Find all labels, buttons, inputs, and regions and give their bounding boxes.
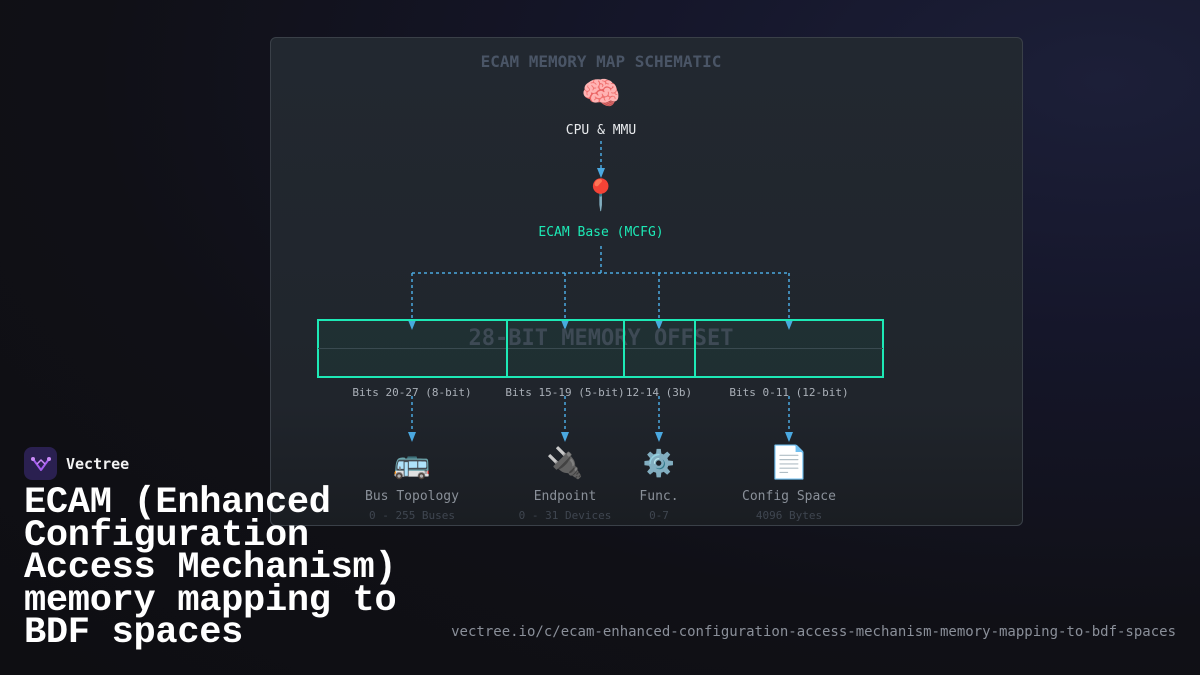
bits-label-bus: Bits 20-27 (8-bit) bbox=[352, 386, 471, 399]
pin-icon: 📍 bbox=[582, 177, 619, 213]
field-name-function: Func. bbox=[639, 489, 678, 504]
ecam-diagram: ECAM MEMORY MAP SCHEMATIC 🧠 CPU & MMU 📍 … bbox=[317, 52, 884, 522]
brand-name: Vectree bbox=[66, 454, 130, 473]
vectree-logo-icon bbox=[24, 447, 57, 480]
page-headline: ECAM (Enhanced Configuration Access Mech… bbox=[24, 482, 397, 654]
brand: Vectree bbox=[24, 447, 129, 480]
field-range-config: 4096 Bytes bbox=[756, 509, 822, 522]
memory-offset-label: 28-BIT MEMORY OFFSET bbox=[469, 326, 734, 351]
source-url: vectree.io/c/ecam-enhanced-configuration… bbox=[451, 624, 1176, 640]
field-device: Bits 15-19 (5-bit) 🔌 Endpoint 0 - 31 Dev… bbox=[505, 386, 624, 522]
diagram-title: ECAM MEMORY MAP SCHEMATIC bbox=[481, 52, 722, 71]
bits-label-device: Bits 15-19 (5-bit) bbox=[505, 386, 624, 399]
field-name-device: Endpoint bbox=[534, 489, 597, 504]
field-name-bus: Bus Topology bbox=[365, 489, 459, 504]
field-config-space: Bits 0-11 (12-bit) 📄 Config Space 4096 B… bbox=[729, 386, 848, 522]
field-function: 12-14 (3b) ⚙️ Func. 0-7 bbox=[626, 386, 692, 522]
field-range-device: 0 - 31 Devices bbox=[519, 509, 612, 522]
memory-offset-bar: 28-BIT MEMORY OFFSET bbox=[317, 319, 884, 378]
field-bus: Bits 20-27 (8-bit) 🚌 Bus Topology 0 - 25… bbox=[352, 386, 471, 522]
ecam-base-label: ECAM Base (MCFG) bbox=[538, 225, 663, 240]
bus-icon: 🚌 bbox=[393, 446, 430, 481]
cpu-label: CPU & MMU bbox=[566, 123, 636, 138]
diagram-panel: ECAM MEMORY MAP SCHEMATIC 🧠 CPU & MMU 📍 … bbox=[270, 37, 1023, 526]
document-icon: 📄 bbox=[769, 443, 809, 481]
plug-icon: 🔌 bbox=[546, 445, 583, 481]
bits-label-config: Bits 0-11 (12-bit) bbox=[729, 386, 848, 399]
field-name-config: Config Space bbox=[742, 489, 836, 504]
field-range-function: 0-7 bbox=[649, 509, 669, 522]
bits-label-function: 12-14 (3b) bbox=[626, 386, 692, 399]
field-range-bus: 0 - 255 Buses bbox=[369, 509, 455, 522]
gear-icon: ⚙️ bbox=[643, 448, 675, 479]
brain-icon: 🧠 bbox=[581, 74, 621, 112]
fanout-connectors bbox=[408, 246, 793, 330]
